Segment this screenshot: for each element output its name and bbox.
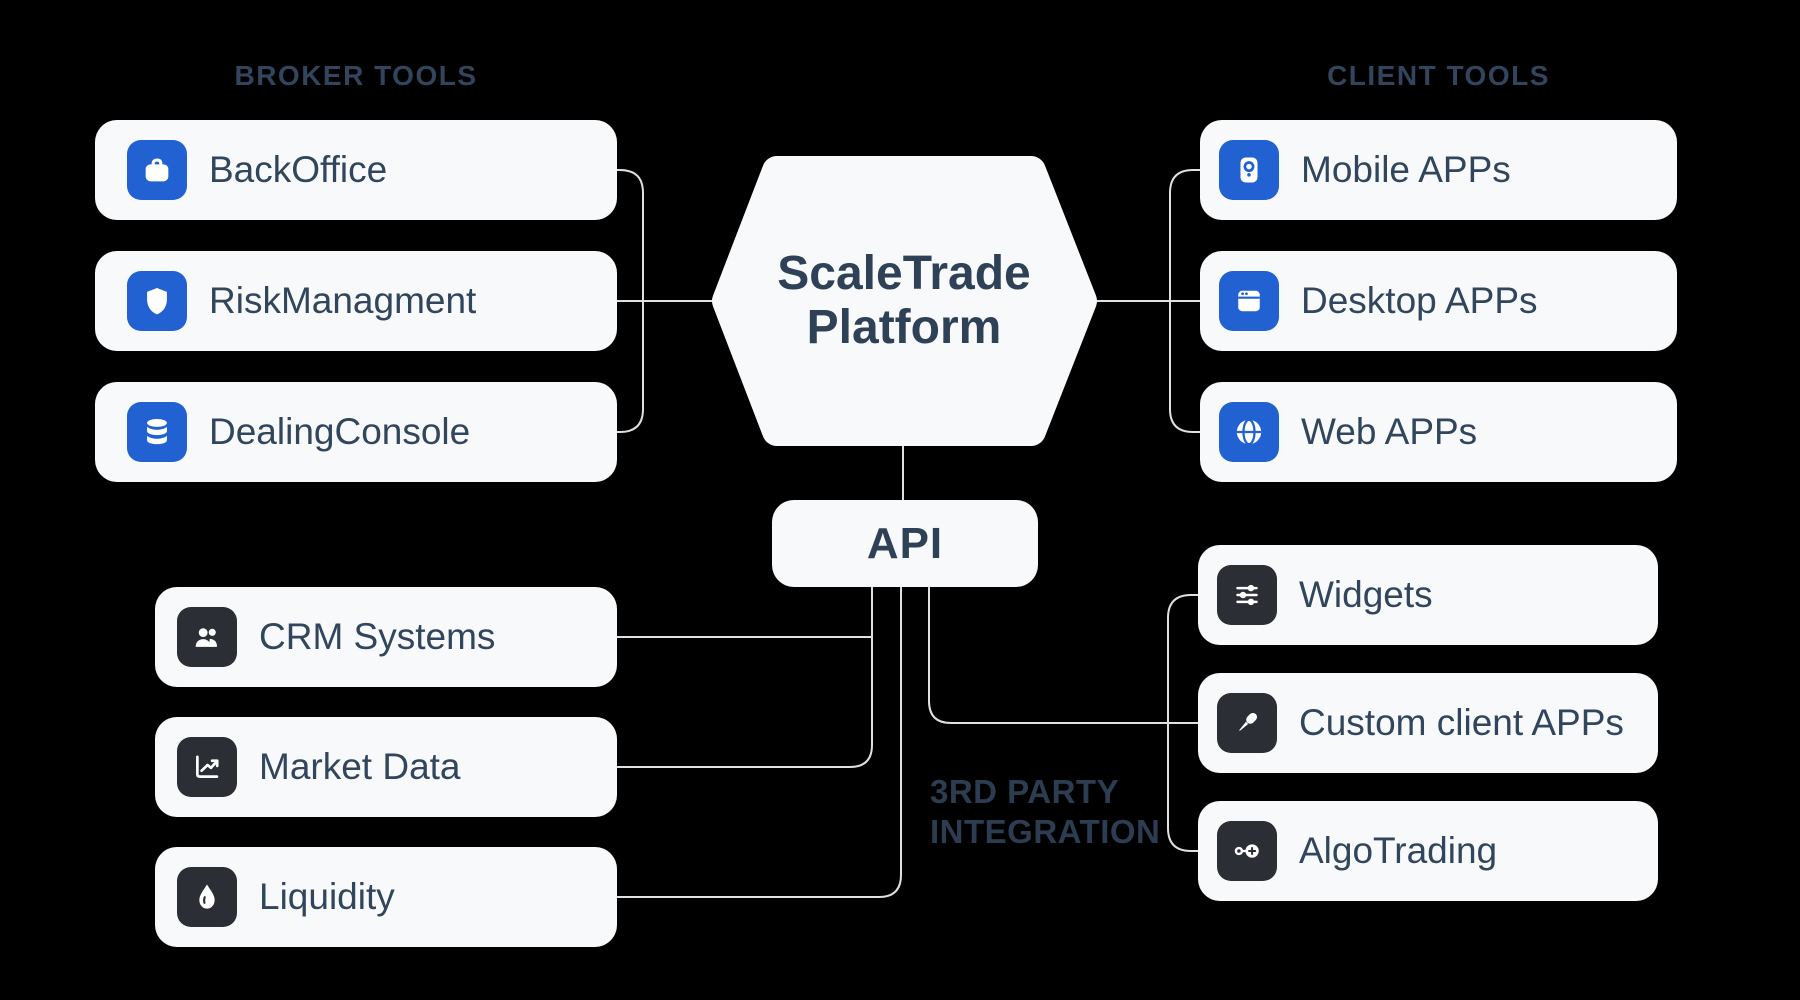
- card-label: Liquidity: [259, 876, 395, 917]
- browser-window-icon: [1219, 271, 1279, 331]
- card-label: AlgoTrading: [1299, 830, 1498, 871]
- card-label: Widgets: [1299, 574, 1433, 615]
- globe-icon: [1219, 402, 1279, 462]
- card-backoffice: BackOffice: [95, 120, 617, 220]
- chart-growth-icon: [177, 737, 237, 797]
- card-market-data: Market Data: [155, 717, 617, 817]
- card-widgets: Widgets: [1198, 545, 1658, 645]
- extensions-bracket-line: [1167, 594, 1198, 852]
- card-web-apps: Web APPs: [1200, 382, 1677, 482]
- third-party-line2: INTEGRATION: [930, 813, 1161, 850]
- card-label: CRM Systems: [259, 616, 496, 657]
- api-to-liquidity-line: [615, 585, 902, 898]
- briefcase-icon: [127, 140, 187, 200]
- sliders-icon: [1217, 565, 1277, 625]
- card-liquidity: Liquidity: [155, 847, 617, 947]
- api-to-extensions-line: [928, 585, 1198, 724]
- card-mobile-apps: Mobile APPs: [1200, 120, 1677, 220]
- eyedropper-icon: [1217, 693, 1277, 753]
- platform-title: ScaleTrade Platform: [714, 247, 1094, 355]
- key-icon: [1217, 821, 1277, 881]
- api-node: API: [772, 500, 1038, 587]
- card-desktop-apps: Desktop APPs: [1200, 251, 1677, 351]
- card-label: Web APPs: [1301, 411, 1478, 452]
- card-label: Custom client APPs: [1299, 702, 1624, 743]
- mobile-app-icon: [1219, 140, 1279, 200]
- platform-title-line2: Platform: [806, 301, 1002, 354]
- card-label: RiskManagment: [209, 280, 477, 321]
- third-party-line1: 3RD PARTY: [930, 773, 1120, 810]
- card-algotrading: AlgoTrading: [1198, 801, 1658, 901]
- broker-tools-header: BROKER TOOLS: [234, 60, 478, 91]
- droplet-icon: [177, 867, 237, 927]
- api-to-market-data-line: [615, 585, 873, 768]
- third-party-integration-label: 3RD PARTY INTEGRATION: [930, 772, 1160, 852]
- card-label: BackOffice: [209, 149, 388, 190]
- card-label: DealingConsole: [209, 411, 471, 452]
- card-label: Mobile APPs: [1301, 149, 1511, 190]
- card-label: Desktop APPs: [1301, 280, 1538, 321]
- platform-title-line1: ScaleTrade: [777, 247, 1031, 300]
- card-dealingconsole: DealingConsole: [95, 382, 617, 482]
- client-tools-header: CLIENT TOOLS: [1327, 60, 1550, 91]
- platform-hexagon: [712, 156, 1097, 446]
- api-label: API: [866, 518, 944, 568]
- card-riskmanagment: RiskManagment: [95, 251, 617, 351]
- shield-icon: [127, 271, 187, 331]
- card-label: Market Data: [259, 746, 461, 787]
- card-custom-client-apps: Custom client APPs: [1198, 673, 1658, 773]
- database-icon: [127, 402, 187, 462]
- users-icon: [177, 607, 237, 667]
- card-crm-systems: CRM Systems: [155, 587, 617, 687]
